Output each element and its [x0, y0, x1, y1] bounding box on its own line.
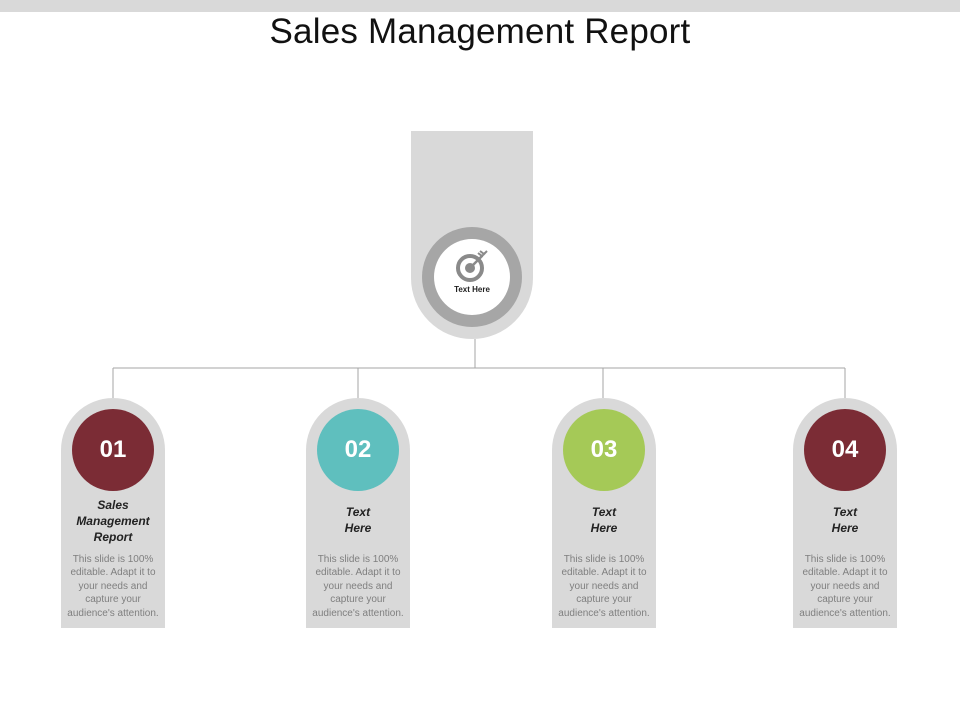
step-number-circle: 02 [317, 409, 399, 491]
hub-ring: Text Here [422, 227, 522, 327]
slide-title: Sales Management Report [269, 12, 691, 51]
header-bar [0, 0, 960, 12]
target-icon [456, 250, 488, 282]
hub-shape: Text Here [411, 131, 533, 339]
step-card-04: 04 Text Here This slide is 100% editable… [793, 398, 897, 628]
step-number-circle: 03 [563, 409, 645, 491]
step-heading: Text Here [831, 505, 859, 535]
step-number-circle: 01 [72, 409, 154, 491]
step-card-02: 02 Text Here This slide is 100% editable… [306, 398, 410, 628]
step-card-03: 03 Text Here This slide is 100% editable… [552, 398, 656, 628]
step-description: This slide is 100% editable. Adapt it to… [312, 554, 404, 619]
step-heading: Text Here [344, 505, 372, 535]
step-description: This slide is 100% editable. Adapt it to… [799, 554, 891, 619]
step-heading: Text Here [590, 505, 618, 535]
step-number-circle: 04 [804, 409, 886, 491]
step-card-01: 01 Sales Management Report This slide is… [61, 398, 165, 628]
step-description: This slide is 100% editable. Adapt it to… [558, 554, 650, 619]
hub-label: Text Here [454, 285, 490, 294]
step-heading: Sales Management Report [76, 498, 150, 544]
hub-inner-circle: Text Here [434, 239, 510, 315]
step-description: This slide is 100% editable. Adapt it to… [67, 554, 159, 619]
